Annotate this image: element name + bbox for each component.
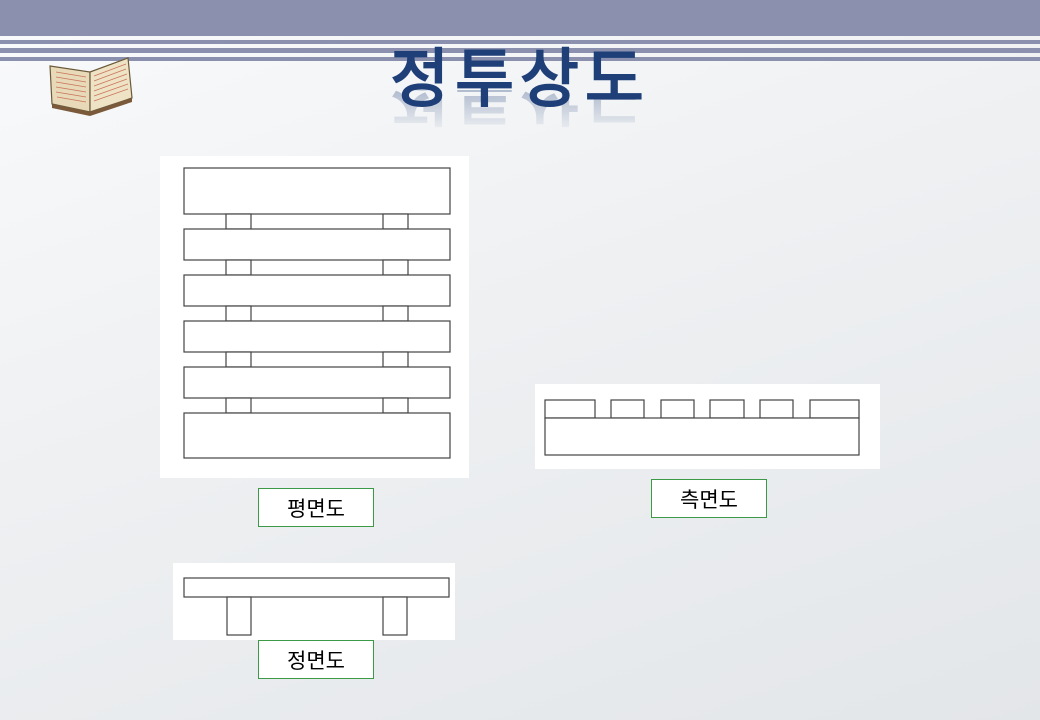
slide-title: 정투상도 정투상도 bbox=[330, 40, 710, 150]
support-block bbox=[225, 397, 252, 414]
support-block bbox=[225, 305, 252, 322]
top-plank bbox=[183, 577, 450, 598]
support-block bbox=[225, 213, 252, 230]
plank bbox=[183, 274, 451, 307]
leg bbox=[382, 596, 408, 636]
front-view-label: 정면도 bbox=[258, 640, 374, 679]
plank-end bbox=[610, 399, 645, 419]
base-beam bbox=[544, 417, 860, 456]
top-view-label: 평면도 bbox=[258, 488, 374, 527]
plank-end bbox=[660, 399, 695, 419]
title-text: 정투상도 bbox=[390, 43, 650, 117]
side-view-drawing bbox=[535, 384, 880, 469]
header-stripe bbox=[0, 48, 1040, 53]
support-block bbox=[382, 351, 409, 368]
support-block bbox=[382, 397, 409, 414]
support-block bbox=[225, 351, 252, 368]
plank-end bbox=[759, 399, 794, 419]
side-view-label: 측면도 bbox=[651, 479, 767, 518]
plank bbox=[183, 412, 451, 459]
header-stripe bbox=[0, 40, 1040, 44]
top-view-drawing bbox=[160, 156, 469, 478]
plank bbox=[183, 228, 451, 261]
leg bbox=[226, 596, 252, 636]
front-view-drawing bbox=[173, 563, 455, 640]
header-stripe bbox=[0, 57, 1040, 61]
support-block bbox=[225, 259, 252, 276]
plank bbox=[183, 167, 451, 215]
open-book-icon bbox=[48, 54, 134, 116]
support-block bbox=[382, 305, 409, 322]
plank-end bbox=[709, 399, 745, 419]
title-reflection: 정투상도 bbox=[390, 90, 650, 131]
support-block bbox=[382, 259, 409, 276]
plank-end bbox=[544, 399, 596, 419]
plank bbox=[183, 320, 451, 353]
support-block bbox=[382, 213, 409, 230]
plank bbox=[183, 366, 451, 399]
plank-end bbox=[809, 399, 860, 419]
header-bar bbox=[0, 0, 1040, 36]
